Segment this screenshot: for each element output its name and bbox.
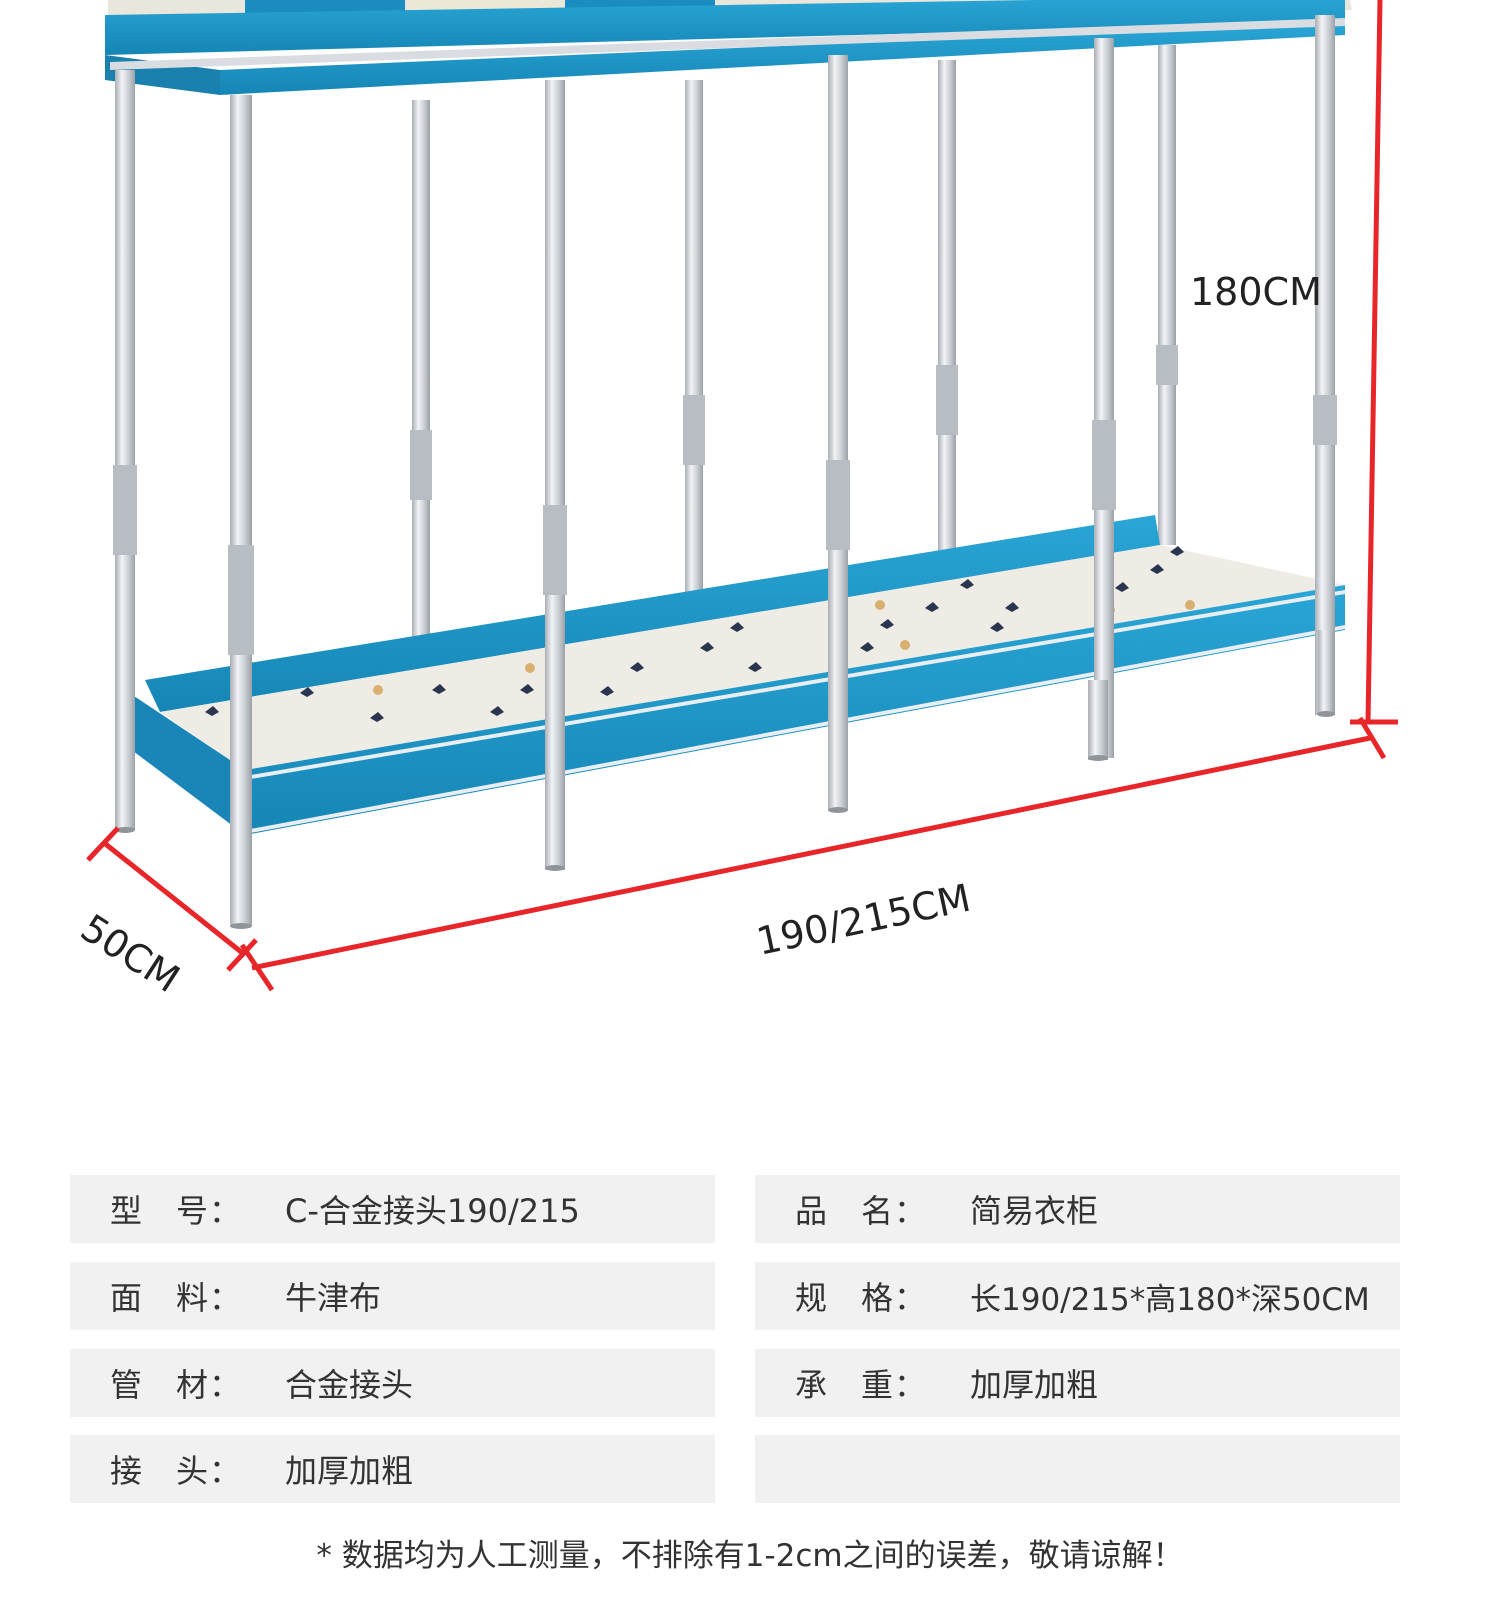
spec-label: 接 头： bbox=[110, 1452, 243, 1490]
spec-label: 型 号： bbox=[110, 1192, 243, 1230]
spec-value: 合金接头 bbox=[285, 1366, 414, 1404]
depth-dimension-label: 50CM bbox=[73, 906, 187, 1002]
height-dimension-label: 180CM bbox=[1190, 270, 1322, 314]
spec-row-empty bbox=[755, 1435, 1400, 1503]
spec-label: 规 格： bbox=[795, 1279, 928, 1317]
spec-row-load: 承 重： 加厚加粗 bbox=[755, 1349, 1400, 1417]
spec-label: 面 料： bbox=[110, 1279, 243, 1317]
spec-value: 简易衣柜 bbox=[970, 1192, 1099, 1230]
spec-label: 品 名： bbox=[795, 1192, 928, 1230]
back-poles bbox=[410, 45, 1178, 660]
spec-row-model: 型 号： C-合金接头190/215 bbox=[70, 1175, 715, 1243]
spec-value: 牛津布 bbox=[285, 1279, 382, 1317]
fabric-pattern bbox=[205, 546, 1184, 722]
spec-row-fabric: 面 料： 牛津布 bbox=[70, 1262, 715, 1330]
spec-row-product-name: 品 名： 简易衣柜 bbox=[755, 1175, 1400, 1243]
spec-row-joint: 接 头： 加厚加粗 bbox=[70, 1435, 715, 1503]
spec-value: C-合金接头190/215 bbox=[285, 1192, 580, 1230]
spec-row-size: 规 格： 长190/215*高180*深50CM bbox=[755, 1262, 1400, 1330]
measurement-disclaimer: * 数据均为人工测量，不排除有1-2cm之间的误差，敬请谅解！ bbox=[316, 1538, 1184, 1574]
top-shelf bbox=[105, 0, 1352, 95]
spec-value: 加厚加粗 bbox=[285, 1452, 414, 1490]
spec-value: 加厚加粗 bbox=[970, 1366, 1099, 1404]
wardrobe-product-figure: 180CM 190/215CM 50CM bbox=[73, 0, 1398, 1002]
front-poles bbox=[113, 15, 1337, 929]
spec-label: 管 材： bbox=[110, 1366, 243, 1404]
width-dimension-label: 190/215CM bbox=[753, 876, 975, 964]
bottom-shelf bbox=[125, 515, 1345, 835]
spec-row-tubing: 管 材： 合金接头 bbox=[70, 1349, 715, 1417]
dimension-lines bbox=[86, 0, 1398, 992]
spec-label: 承 重： bbox=[795, 1366, 928, 1404]
spec-value: 长190/215*高180*深50CM bbox=[970, 1281, 1370, 1318]
